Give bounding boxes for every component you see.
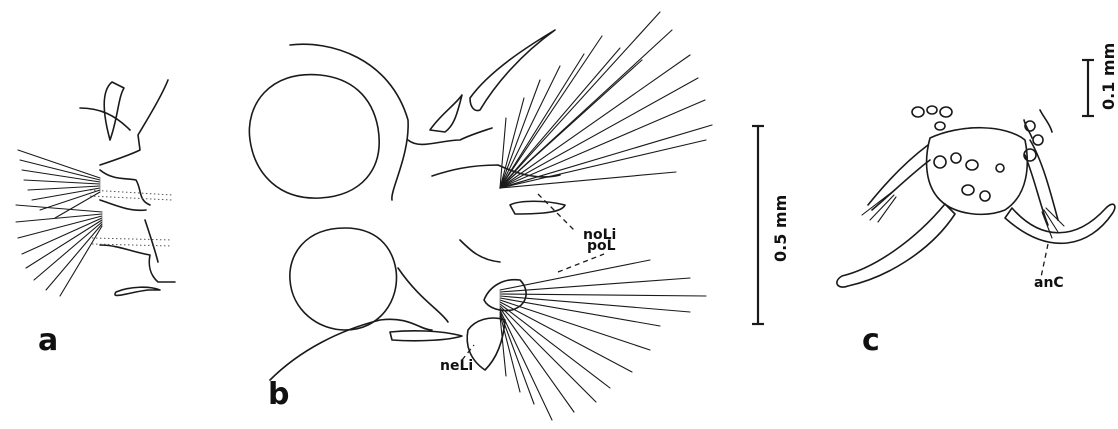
panel-c-drawing [837, 106, 1115, 287]
panel-a-label: a [38, 323, 58, 358]
panel-b-notopodial-chaetae [500, 12, 712, 188]
panel-b-lower-lobe [290, 228, 397, 330]
annotation-poL: poL [587, 238, 616, 254]
scale-bar-small [1082, 60, 1094, 116]
panel-a-upper-chaetae [18, 150, 100, 218]
panel-b-upper-lobe [249, 75, 379, 199]
scale-bar-large [752, 126, 764, 324]
panel-a-lower-chaetae [16, 205, 102, 296]
panel-b-drawing [249, 12, 712, 420]
annotation-anC: anC [1034, 275, 1064, 291]
panel-c-left-cirrus [837, 204, 955, 287]
scale-label-large: 0.5 mm [771, 195, 790, 262]
panel-b-neuropodial-chaetae [500, 260, 706, 420]
panel-b-label: b [268, 377, 289, 412]
annotation-neLi: neLi [440, 358, 473, 374]
panel-a-drawing [16, 80, 175, 296]
panel-c-right-cirrus [1005, 204, 1115, 243]
panel-c-label: c [862, 323, 880, 358]
scale-label-small: 0.1 mm [1099, 43, 1118, 110]
